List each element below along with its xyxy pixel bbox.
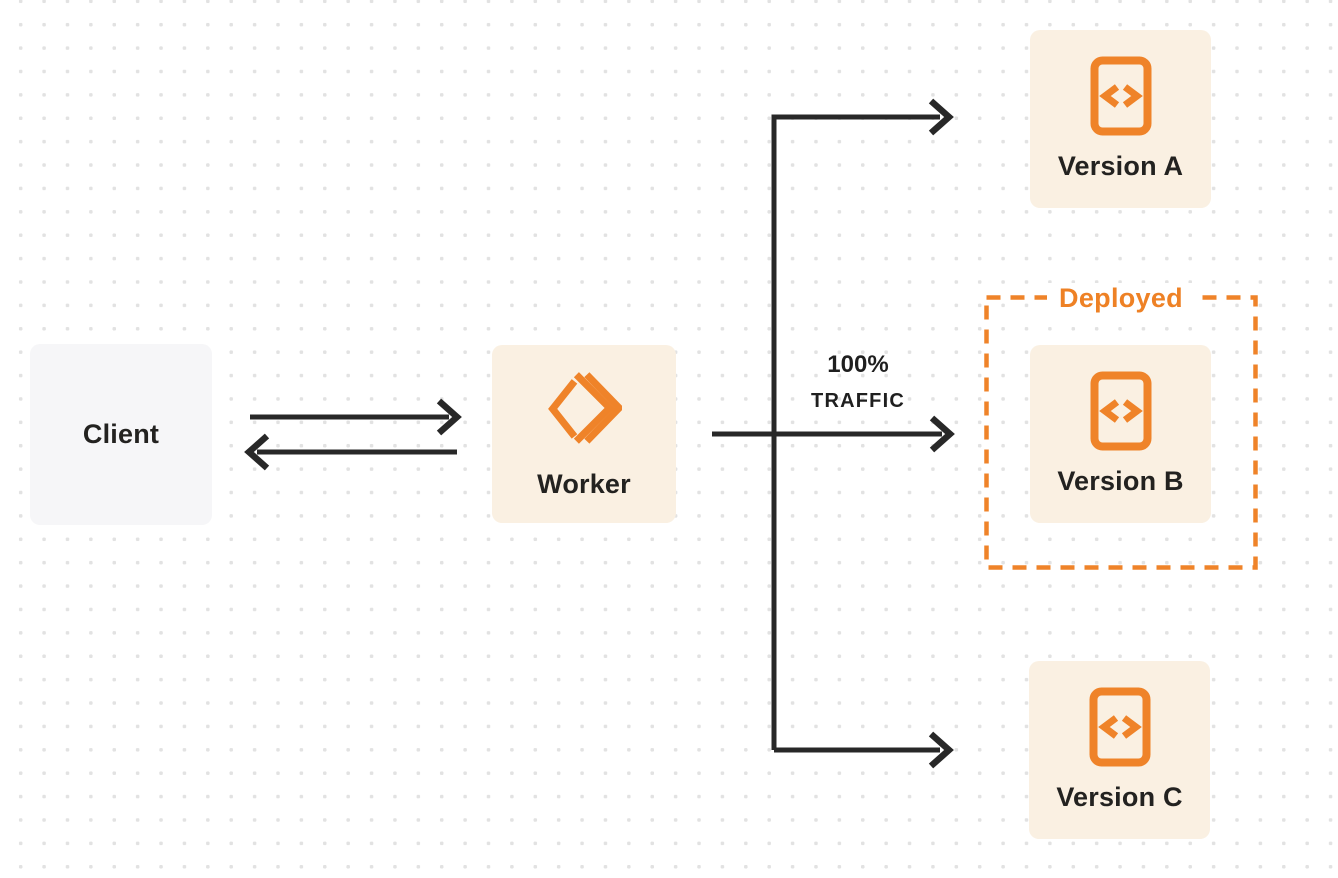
worker-label: Worker bbox=[537, 468, 631, 499]
version-c-arrowhead-icon bbox=[928, 731, 954, 769]
node-worker: Worker bbox=[492, 345, 676, 523]
code-document-icon bbox=[1089, 687, 1150, 767]
version-a-arrowhead-icon bbox=[928, 98, 954, 136]
node-version-b: Version B bbox=[1030, 345, 1211, 523]
version-b-arrowhead-icon bbox=[929, 415, 955, 453]
node-version-c: Version C bbox=[1029, 661, 1210, 839]
code-document-icon bbox=[1090, 56, 1151, 136]
branch-to-version-a-line bbox=[771, 114, 940, 750]
version-b-label: Version B bbox=[1057, 466, 1184, 496]
deployed-label-text: Deployed bbox=[1047, 283, 1195, 314]
worker-to-client-arrowhead-icon bbox=[244, 433, 270, 471]
node-version-a: Version A bbox=[1030, 30, 1211, 208]
version-c-label: Version C bbox=[1056, 782, 1183, 812]
client-to-worker-arrowhead-icon bbox=[436, 398, 462, 436]
code-document-icon bbox=[1090, 371, 1151, 451]
node-client: Client bbox=[30, 344, 212, 525]
version-a-label: Version A bbox=[1057, 151, 1184, 181]
cloudflare-workers-logo-icon bbox=[548, 371, 622, 444]
client-label: Client bbox=[82, 419, 160, 449]
traffic-label: 100% TRAFFIC bbox=[788, 351, 928, 413]
deployed-group-label: Deployed bbox=[986, 283, 1256, 314]
traffic-word-text: TRAFFIC bbox=[811, 390, 905, 412]
traffic-percent-text: 100% bbox=[827, 351, 889, 378]
